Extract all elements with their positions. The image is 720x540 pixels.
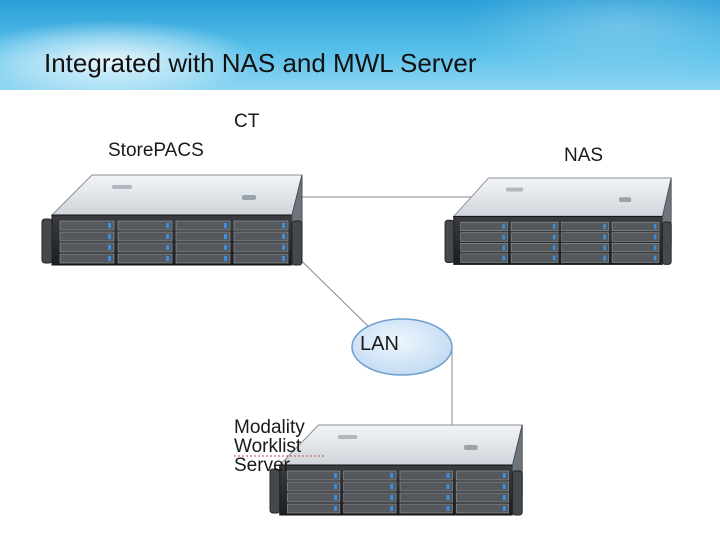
storepacs-server: [41, 174, 303, 266]
lan-cloud: [351, 318, 453, 376]
network-diagram: CT StorePACS NAS LAN Modality Worklist S…: [41, 111, 672, 516]
nas-label: NAS: [564, 145, 603, 166]
mwl-label-line1: Modality: [234, 417, 305, 438]
mwl-server: [269, 424, 523, 516]
mwl-label-line3: Server: [234, 455, 291, 476]
ct-label: CT: [234, 111, 260, 132]
mwl-label-line2: Worklist: [234, 436, 302, 457]
lan-label: LAN: [360, 333, 399, 355]
title-banner: Integrated with NAS and MWL Server: [0, 0, 720, 90]
slide-title: Integrated with NAS and MWL Server: [44, 48, 477, 78]
storepacs-label: StorePACS: [108, 140, 204, 161]
banner-glow-right: [460, 0, 720, 80]
nas-server: [444, 177, 672, 265]
banner-glow: [0, 20, 260, 90]
